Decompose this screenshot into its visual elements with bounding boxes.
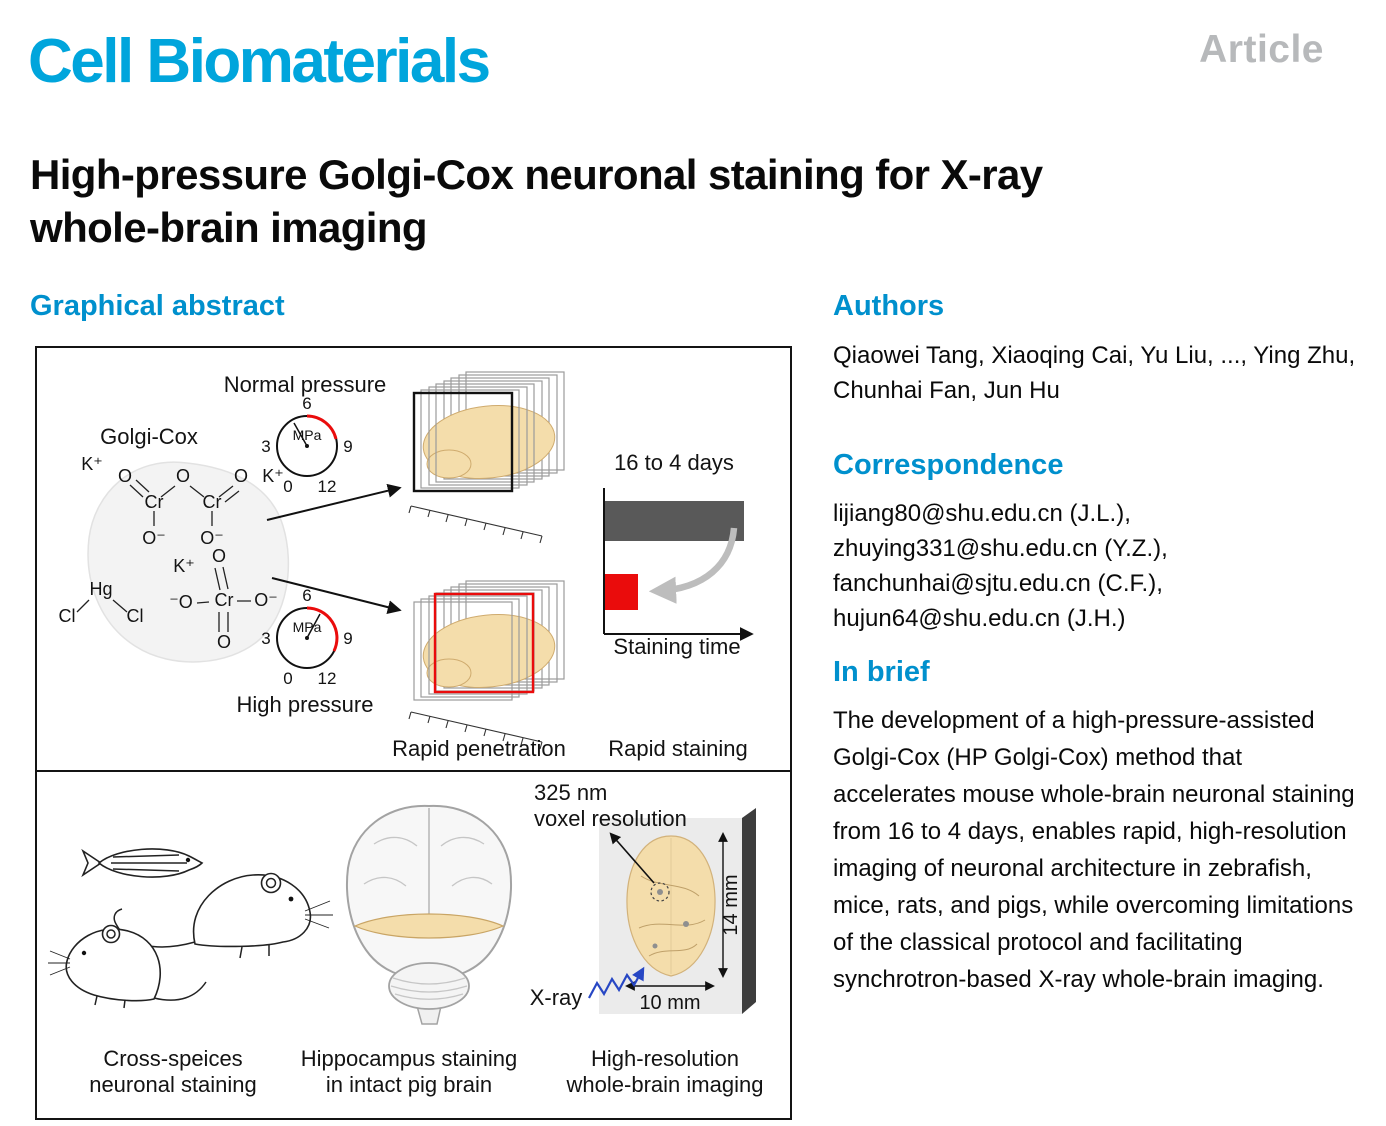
authors-heading: Authors [833,290,945,322]
zebrafish-illustration [81,848,204,878]
hippocampus-label-line2: in intact pig brain [326,1072,492,1097]
golgi-cox-label: Golgi-Cox [100,424,198,449]
gauge-tick: 9 [343,629,352,648]
chem-atom: K⁺ [81,454,103,474]
paper-title-line2: whole-brain imaging [30,204,428,251]
voxel-resolution-label-line1: 325 nm [534,780,607,805]
depth-axis-ticks [408,505,543,544]
chem-atom: Cl [127,606,144,626]
chem-atom: O⁻ [142,528,166,548]
brain-silhouette [87,461,290,663]
high-pressure-label: High pressure [237,692,374,717]
rapid-staining-label: Rapid staining [608,736,747,761]
mouse-illustration [48,924,207,1009]
graphical-abstract-heading: Graphical abstract [30,290,285,322]
chem-atom: O [234,466,248,486]
in-brief-heading: In brief [833,656,930,688]
width-label: 10 mm [639,992,700,1014]
xray-beam-zigzag [588,966,645,999]
gauge-tick: 6 [302,586,311,605]
slice-stack-high [408,580,565,750]
article-type-label: Article [1199,28,1324,71]
staining-time-chart: 16 to 4 days Staining time [603,450,754,659]
chem-atom: Cr [203,492,222,512]
cerebellum [388,962,470,1010]
arrow-normal-route [266,483,402,521]
reduction-arrow [648,527,738,604]
paper-title: High-pressure Golgi-Cox neuronal stainin… [30,148,1360,254]
gauge-tick: 0 [283,669,292,688]
chem-atom: O [212,546,226,566]
normal-pressure-label: Normal pressure [224,372,387,397]
chem-atom: Cl [59,606,76,626]
chem-bonds [76,479,251,632]
staining-time-label: Staining time [613,634,740,659]
gauge-tick: 3 [261,437,270,456]
hippocampus-band [353,913,505,939]
chem-atom: O [118,466,132,486]
rapid-penetration-label: Rapid penetration [392,736,566,761]
cross-species-label-line1: Cross-speices [103,1046,242,1071]
chem-atom: K⁺ [173,556,195,576]
gauge-tick: 3 [261,629,270,648]
chem-atom: K⁺ [262,466,284,486]
height-label: 14 mm [720,874,742,935]
chem-atom: O⁻ [200,528,224,548]
voxel-highlight-circle [650,882,670,902]
correspondence-emails: lijiang80@shu.edu.cn (J.L.), zhuying331@… [833,500,1168,632]
days-label: 16 to 4 days [614,450,734,475]
figure-top-panel: K⁺ O Cr O Cr O K⁺ O⁻ O⁻ Hg Cl Cl K⁺ O Cr… [59,371,754,761]
front-slice-outline [412,391,514,493]
paper-title-line1: High-pressure Golgi-Cox neuronal stainin… [30,151,1043,198]
in-brief-text: The development of a high-pressure-assis… [833,707,1355,993]
chem-atom: Cr [145,492,164,512]
golgi-cox-chemistry: K⁺ O Cr O Cr O K⁺ O⁻ O⁻ Hg Cl Cl K⁺ O Cr… [59,454,290,663]
depth-axis-ticks [408,711,543,750]
gauge-unit: MPa [293,427,322,443]
xray-label: X-ray [530,985,583,1010]
gauge-tick: 6 [302,394,311,413]
authors-names: Qiaowei Tang, Xiaoqing Cai, Yu Liu, ...,… [833,342,1356,404]
slice-stack-normal [408,371,565,544]
gauge-unit: MPa [293,619,322,635]
chem-atom: Hg [89,579,112,599]
voxel-pointer-arrow [609,832,655,884]
xray-imaging-panel: 10 mm 14 mm [588,808,756,1014]
graphical-abstract-figure: K⁺ O Cr O Cr O K⁺ O⁻ O⁻ Hg Cl Cl K⁺ O Cr… [35,346,792,1120]
chem-atom: Cr [215,590,234,610]
penetration-slice-outline [433,592,535,694]
hippocampus-label-line1: Hippocampus staining [301,1046,517,1071]
bar-high-4-days [604,574,638,610]
correspondence-heading: Correspondence [833,449,1064,481]
arrow-high-route [271,577,402,615]
pressure-gauge-normal: MPa 6 3 9 0 12 [261,394,352,496]
gauge-tick: 12 [318,669,337,688]
gauge-tick: 9 [343,437,352,456]
voxel-resolution-label-line2: voxel resolution [534,806,687,831]
chem-atom: O [176,466,190,486]
pig-brain-illustration [345,804,513,1025]
gauge-tick: 12 [318,477,337,496]
cross-species-label-line2: neuronal staining [89,1072,257,1097]
chem-atom: O⁻ [254,590,278,610]
figure-panel-divider [37,770,790,772]
figure-bottom-panel: 10 mm 14 mm 325 nm voxel resolution X-ra… [48,780,764,1097]
panel-depth-slab [742,808,756,1014]
high-resolution-label-line1: High-resolution [591,1046,739,1071]
journal-logo: Cell Biomaterials [28,27,491,96]
high-resolution-label-line2: whole-brain imaging [566,1072,764,1097]
gauge-tick: 0 [283,477,292,496]
pressure-gauge-high: MPa 6 3 9 0 12 [261,586,352,688]
bar-normal-16-days [604,501,744,541]
chem-atom: ⁻O [169,592,193,612]
rat-illustration [113,872,333,959]
chem-atom: O [217,632,231,652]
